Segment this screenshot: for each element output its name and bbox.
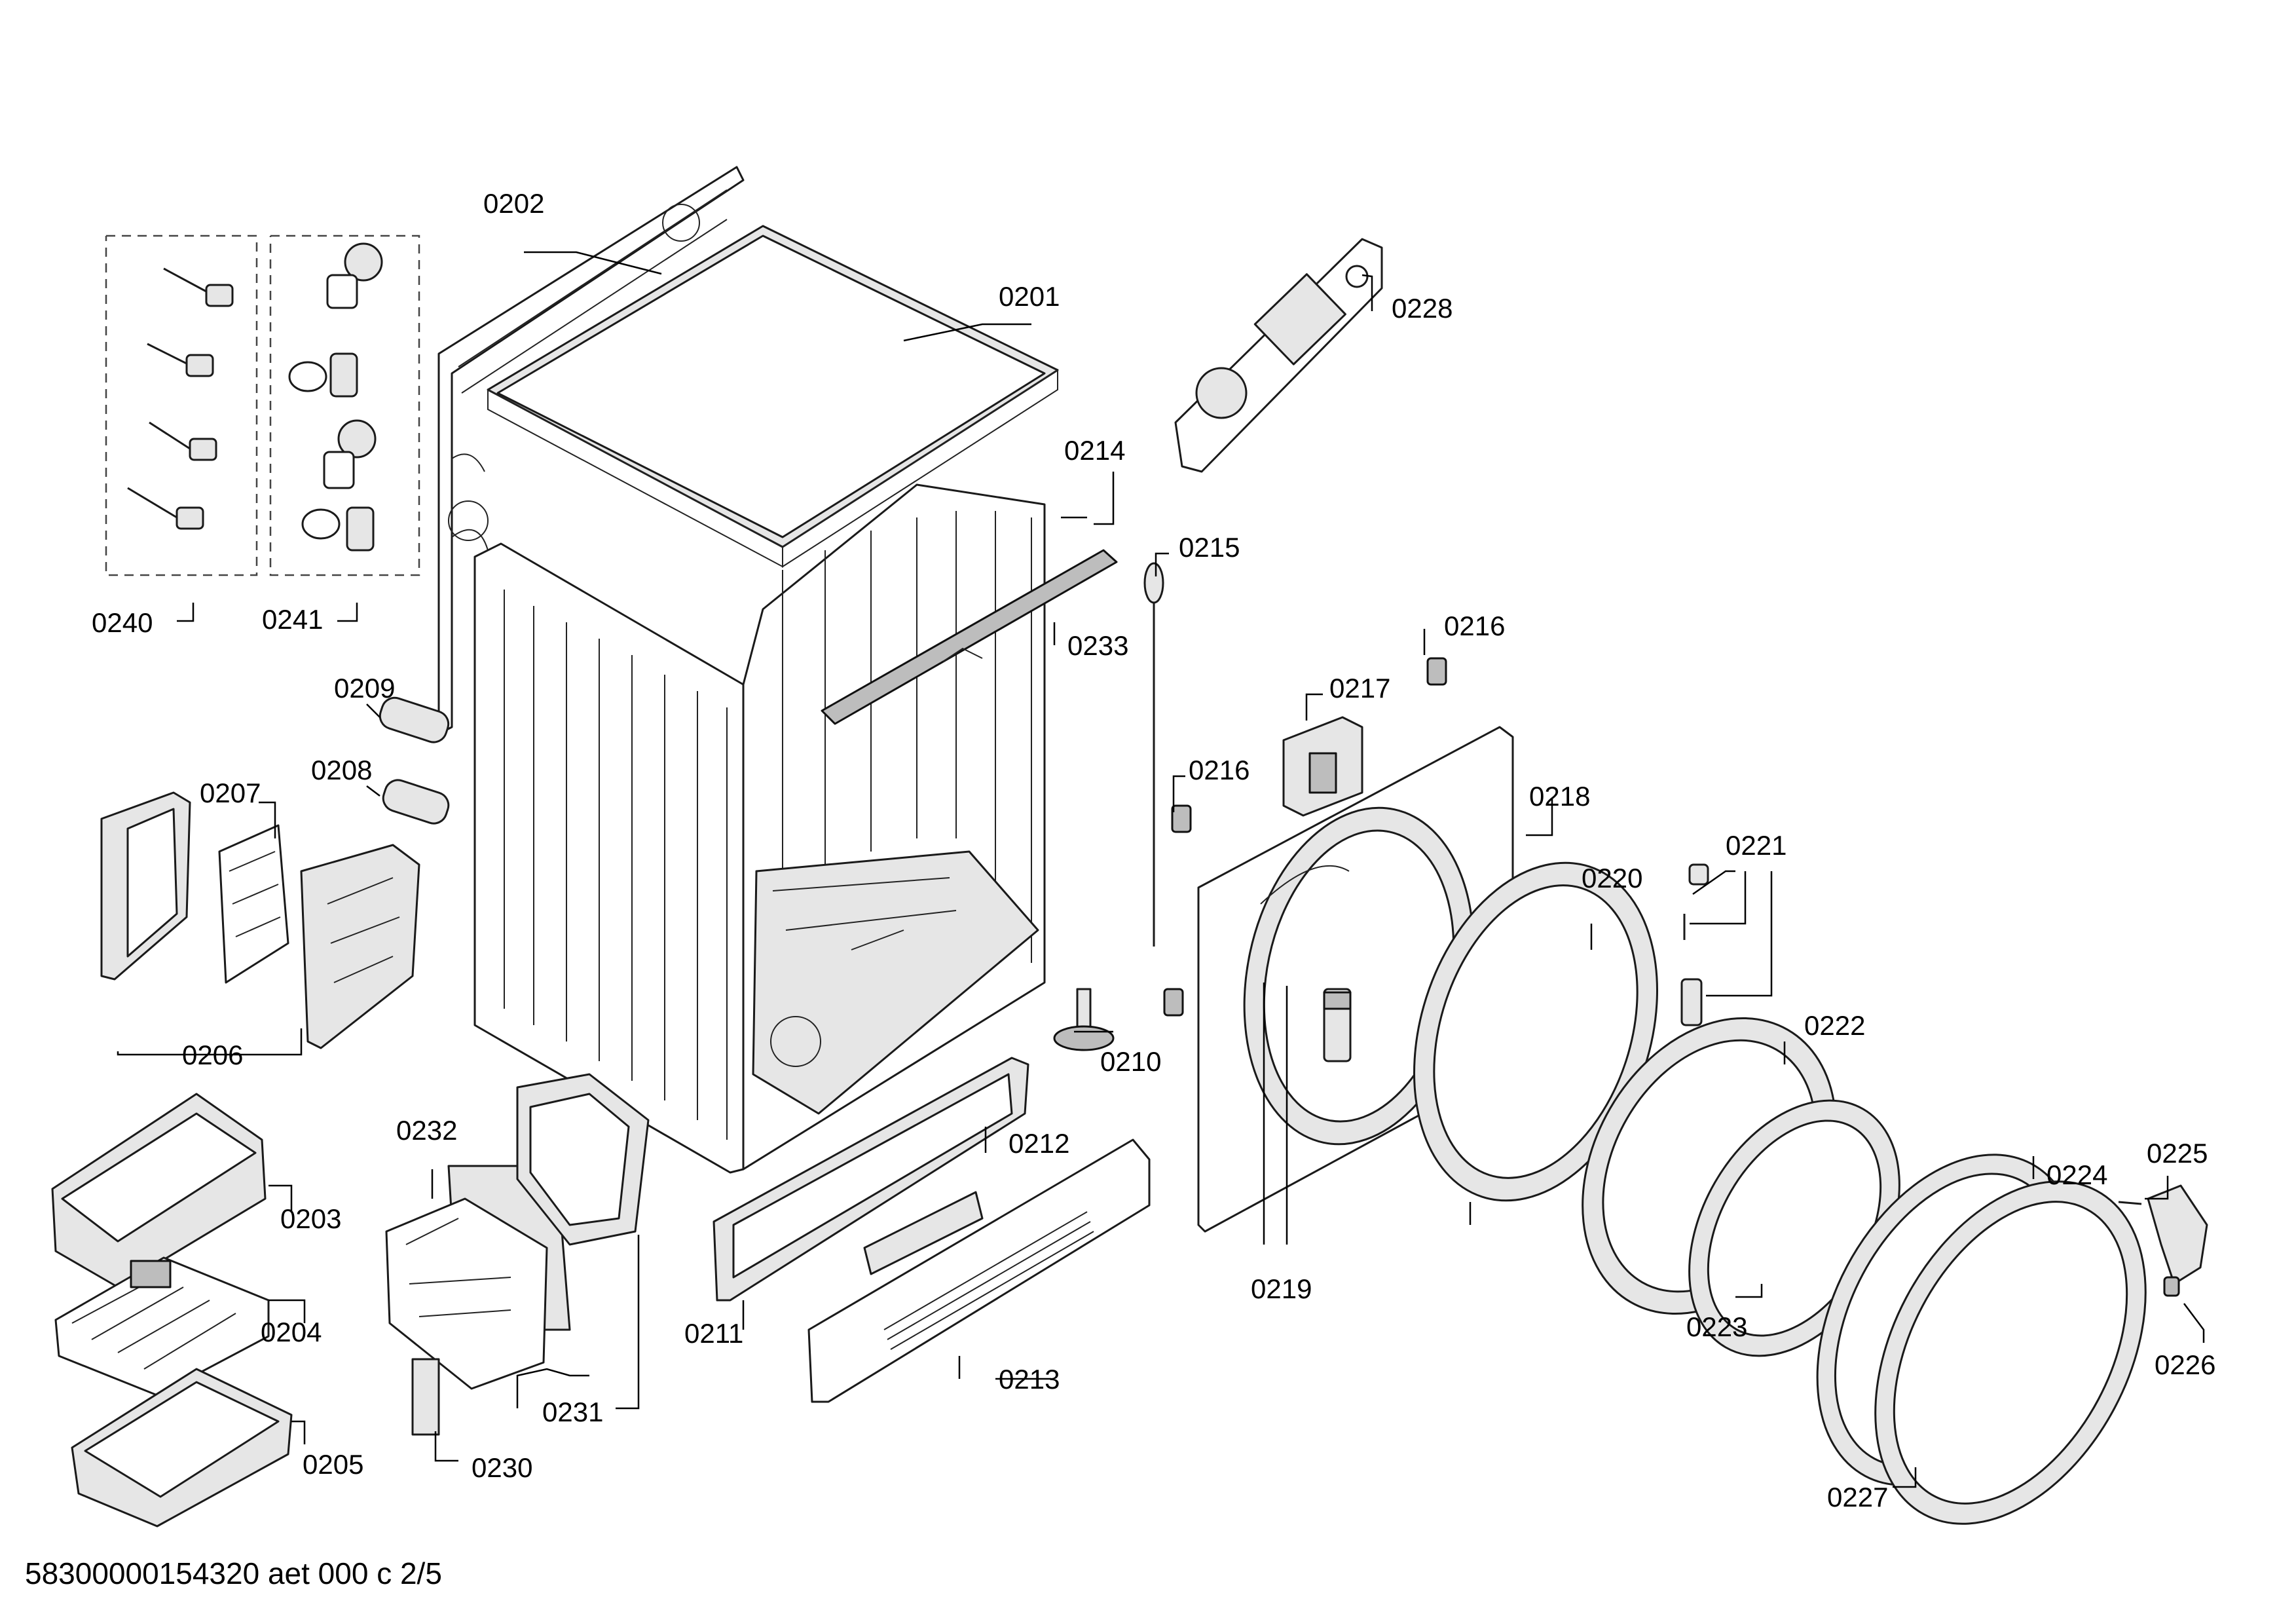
label-0241: 0241 <box>262 604 323 635</box>
label-0204: 0204 <box>261 1317 322 1347</box>
adjustable-foot-0210 <box>1053 988 1115 1051</box>
label-0217: 0217 <box>1329 673 1390 704</box>
leader-lines <box>117 251 2205 1488</box>
label-0227: 0227 <box>1827 1482 1888 1512</box>
label-0218: 0218 <box>1529 781 1590 812</box>
door-ring-0220 <box>1413 861 1658 1202</box>
label-0231: 0231 <box>542 1397 603 1427</box>
label-0206: 0206 <box>182 1040 243 1070</box>
drawing-id: 58300000154320 aet 000 c 2/5 <box>25 1556 442 1590</box>
door-frame-outer-0227 <box>1874 1180 2147 1525</box>
hose-clamp-set <box>288 242 383 552</box>
plinth-flap-0212 <box>863 1191 984 1275</box>
label-0240: 0240 <box>92 607 153 638</box>
label-0232: 0232 <box>396 1115 457 1146</box>
screw-nut-set <box>127 267 234 530</box>
label-0230: 0230 <box>472 1452 532 1483</box>
hose-clamp-group <box>105 235 420 576</box>
hinge-part-0216-top <box>1426 657 1447 686</box>
label-0224: 0224 <box>2046 1159 2107 1190</box>
electronic-base-0205 <box>71 1368 293 1528</box>
control-board-0207 <box>218 824 420 1049</box>
label-0225: 0225 <box>2147 1138 2208 1169</box>
rod-0215 <box>1143 562 1164 947</box>
label-0211: 0211 <box>684 1318 743 1349</box>
label-0210: 0210 <box>1100 1046 1161 1077</box>
electronic-cover-0203 <box>51 1093 267 1288</box>
plinth-frame-0211 <box>713 1057 1029 1302</box>
label-0228: 0228 <box>1392 293 1453 324</box>
electronic-board-0204 <box>54 1256 270 1397</box>
label-0219: 0219 <box>1251 1273 1312 1304</box>
label-0201: 0201 <box>999 281 1060 312</box>
label-0216-top: 0216 <box>1444 610 1505 641</box>
bracket-0230 <box>411 1358 440 1436</box>
label-0208: 0208 <box>311 755 372 785</box>
hinge-part-lower <box>1163 988 1184 1017</box>
label-0220: 0220 <box>1582 863 1642 893</box>
door-lock-0217 <box>1282 716 1363 817</box>
label-0213: 0213 <box>999 1364 1060 1395</box>
label-0223: 0223 <box>1686 1311 1747 1342</box>
label-0214: 0214 <box>1064 435 1125 466</box>
control-housing-0206 <box>100 791 191 981</box>
label-0205: 0205 <box>303 1449 363 1480</box>
label-0212: 0212 <box>1009 1128 1069 1159</box>
label-0202: 0202 <box>483 188 544 219</box>
control-panel-0228 <box>1174 238 1383 473</box>
label-0207: 0207 <box>200 778 261 808</box>
label-0216-bottom: 0216 <box>1189 755 1250 785</box>
hinge-part-0216-bottom <box>1171 804 1192 833</box>
door-hinge-0219 <box>1323 988 1352 1062</box>
capacitor-0208 <box>382 779 450 825</box>
cross-strut <box>821 549 1118 725</box>
door-catch-0221 <box>1680 863 1709 1026</box>
label-0203: 0203 <box>280 1203 341 1234</box>
label-0233: 0233 <box>1067 630 1128 661</box>
label-0221: 0221 <box>1726 830 1787 861</box>
cabinet-side-left <box>473 542 745 1174</box>
cabinet <box>437 166 1118 1174</box>
power-module <box>385 1073 650 1436</box>
part-labels: 0202 0201 0228 0214 0215 0233 0216 0216 … <box>92 188 2215 1512</box>
plinth-panel-0213 <box>807 1138 1151 1403</box>
label-0215: 0215 <box>1179 532 1240 563</box>
capacitor-0209 <box>379 696 450 743</box>
label-0226: 0226 <box>2155 1349 2215 1380</box>
label-0209: 0209 <box>334 673 395 704</box>
label-0222: 0222 <box>1804 1010 1865 1041</box>
door-handle-0225 <box>2118 1184 2208 1297</box>
